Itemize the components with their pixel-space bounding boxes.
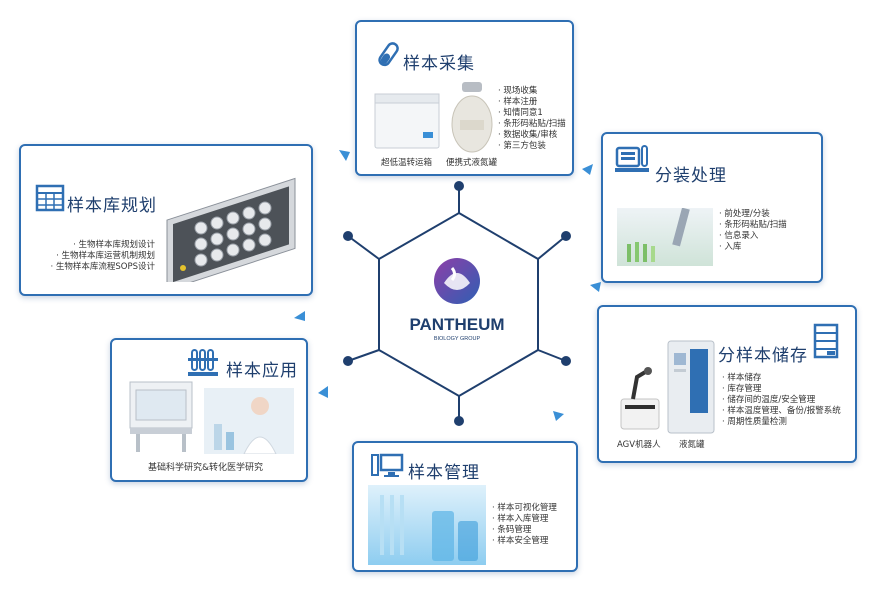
list-item: 条码管理: [492, 525, 557, 536]
card-sample-management: 样本管理 样本可视化管理 样本入库管理 条码管理 样本安全管理: [352, 441, 578, 572]
hub-node: [561, 231, 571, 241]
brand-sub: BIOLOGY GROUP: [434, 336, 481, 342]
list-item: 现场收集: [498, 86, 566, 97]
hub-node: [343, 231, 353, 241]
storage-tray-image: [166, 177, 296, 282]
hub-spoke: [537, 349, 567, 362]
list-item: 样本储存: [722, 373, 841, 384]
card-title: 分装处理: [655, 166, 727, 186]
card-biobank-planning: 样本库规划 生物样本库规划设计 生物样本库运营机制规划 生物样本库流程SOPS设…: [19, 144, 313, 296]
hub-node: [454, 181, 464, 191]
hub-node: [454, 416, 464, 426]
biosafety-cabinet-image: [129, 381, 193, 452]
item-list: 前处理/分装 条形码粘贴/扫描 信息录入 入库: [719, 209, 787, 253]
nitrogen-tank-image: [451, 82, 493, 153]
list-item: 前处理/分装: [719, 209, 787, 220]
card-title: 分样本储存: [718, 346, 808, 366]
image-caption: 基础科学研究&转化医学研究: [148, 463, 264, 473]
list-item: 知情同意1: [498, 108, 566, 119]
card-sample-collection: 样本采集 现场收集 样本注册 知情同意1 条形码粘贴/扫描 数据收集/审核 第三…: [355, 20, 574, 176]
list-item: 入库: [719, 242, 787, 253]
image-caption: 液氮罐: [679, 440, 705, 450]
list-item: 样本温度管理、备份/报警系统: [722, 406, 840, 417]
lab-instrument-icon: [615, 145, 649, 172]
flow-arrow: [582, 164, 593, 175]
list-item: 样本可视化管理: [492, 503, 557, 514]
list-item: 样本注册: [498, 97, 566, 108]
flow-arrow: [590, 282, 601, 292]
flow-arrow: [318, 386, 328, 398]
test-tube-rack-icon: [188, 349, 218, 376]
list-item: 条形码粘贴/扫描: [498, 119, 565, 130]
agv-robot-image: [620, 367, 660, 430]
hub-hexagon: [378, 211, 539, 398]
card-title: 样本库规划: [67, 196, 157, 216]
flow-arrow: [553, 411, 564, 421]
card-sample-storage: 分样本储存 样本储存 库存管理 储存间的温度/安全管理 样本温度管理、备份/报警…: [597, 305, 857, 463]
flow-arrow: [339, 150, 350, 161]
list-item: 条形码粘贴/扫描: [719, 220, 786, 231]
list-item: 数据收集/审核: [498, 130, 566, 141]
list-item: 第三方包装: [498, 141, 566, 152]
pantheum-logo-icon: [434, 258, 480, 304]
card-aliquot-processing: 分装处理 前处理/分装 条形码粘贴/扫描 信息录入 入库: [601, 132, 823, 283]
image-caption: AGV机器人: [617, 440, 661, 450]
flow-arrow: [294, 311, 305, 321]
card-title: 样本应用: [226, 361, 298, 381]
researcher-image: [204, 388, 294, 454]
freezer-image: [374, 93, 440, 149]
list-item: 信息录入: [719, 231, 787, 242]
hub-node: [343, 356, 353, 366]
liquid-nitrogen-tank-image: [667, 340, 715, 434]
hub-node: [561, 356, 571, 366]
brand-name: PANTHEUM: [409, 315, 504, 334]
list-item: 样本安全管理: [492, 536, 557, 547]
pipette-lab-image: [617, 208, 713, 266]
card-title: 样本采集: [403, 54, 475, 74]
storage-cabinet-icon: [813, 323, 839, 359]
item-list: 样本可视化管理 样本入库管理 条码管理 样本安全管理: [492, 503, 557, 547]
list-item: 储存间的温度/安全管理: [722, 395, 841, 406]
item-list: 生物样本库规划设计 生物样本库运营机制规划 生物样本库流程SOPS设计: [41, 240, 155, 273]
image-caption: 便携式液氮罐: [446, 158, 498, 168]
card-sample-application: 样本应用 基础科学研究&转化医学研究: [110, 338, 308, 482]
item-list: 样本储存 库存管理 储存间的温度/安全管理 样本温度管理、备份/报警系统 周期性…: [722, 373, 841, 428]
list-item: 库存管理: [722, 384, 841, 395]
item-list: 现场收集 样本注册 知情同意1 条形码粘贴/扫描 数据收集/审核 第三方包装: [498, 86, 566, 152]
list-item: 生物样本库流程SOPS设计: [41, 262, 155, 273]
hub-spoke: [537, 235, 567, 260]
card-title: 样本管理: [408, 463, 480, 483]
list-item: 生物样本库运营机制规划: [41, 251, 155, 262]
computer-monitor-icon: [371, 453, 404, 477]
hub-spoke: [347, 349, 380, 362]
list-item: 样本入库管理: [492, 514, 557, 525]
image-caption: 超低温转运箱: [381, 158, 433, 168]
lab-glassware-image: [368, 485, 486, 565]
test-tube-icon: [378, 42, 399, 67]
hub-spoke: [347, 235, 380, 260]
list-item: 周期性质量检测: [722, 417, 841, 428]
table-grid-icon: [35, 184, 65, 212]
list-item: 生物样本库规划设计: [41, 240, 155, 251]
